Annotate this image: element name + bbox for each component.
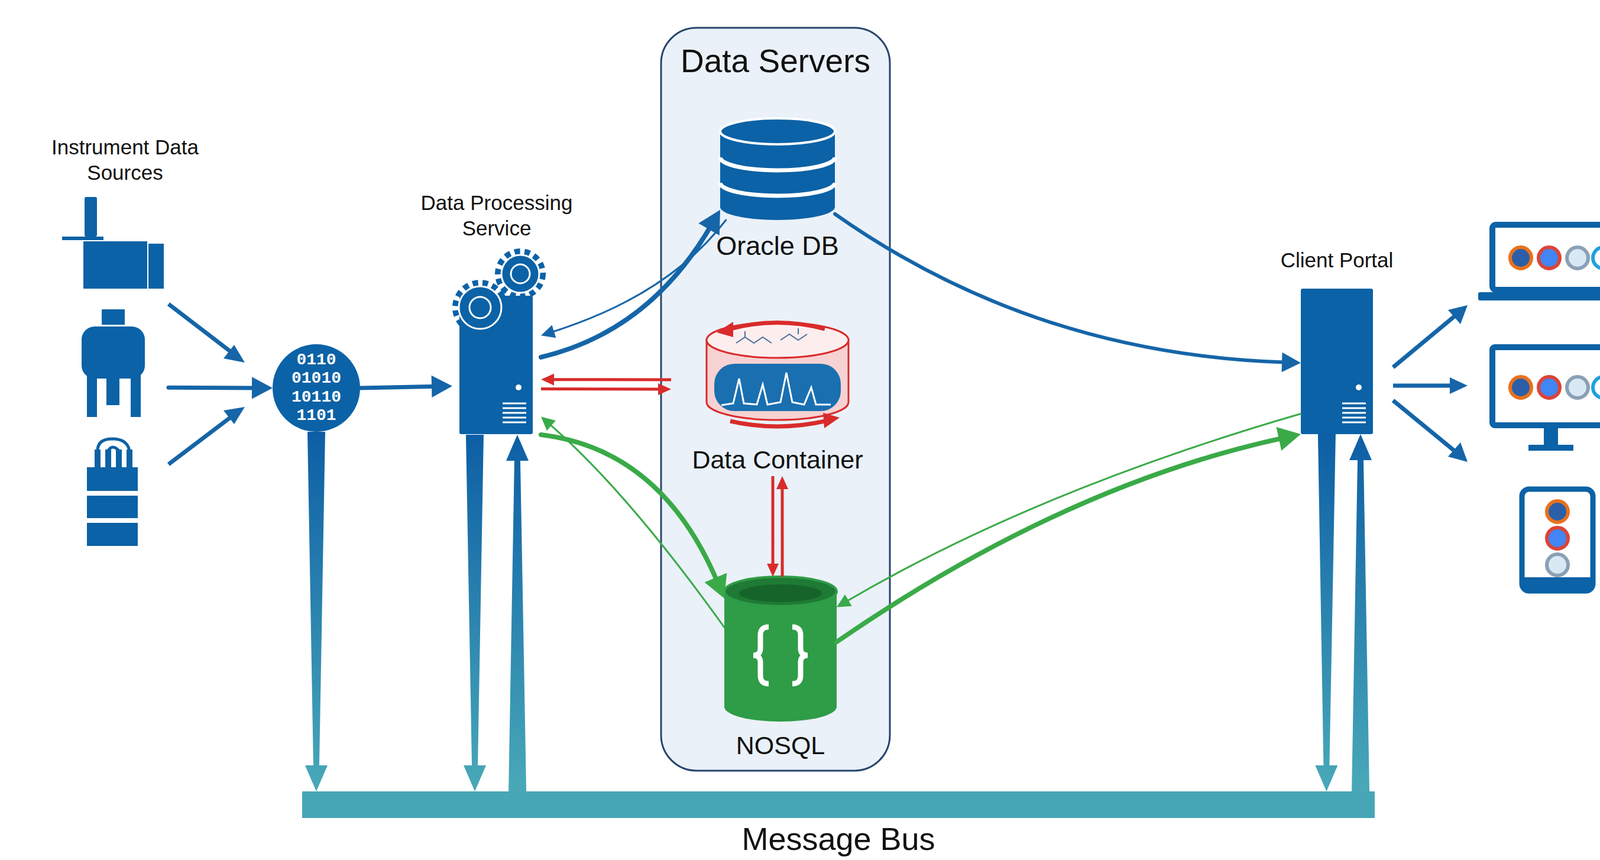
node-label: Client Portal [1254,247,1420,274]
arrow-head [766,563,779,577]
connector-line [836,437,1286,643]
arrow-head [541,325,556,339]
bus-arrow [1349,433,1372,792]
arrow-head [431,375,453,398]
device-arrows [1393,305,1468,462]
connector [1315,433,1338,792]
process-server: Data Processing Service [452,254,542,435]
portal-server [1300,288,1373,434]
connector-line [834,214,1288,363]
arrow-head [541,373,555,386]
input-arrows [168,303,245,465]
connector-line [541,387,663,391]
tube-bundle [97,438,130,451]
database: Oracle DB [720,118,835,220]
connector [766,475,789,577]
bus-arrow [1315,433,1338,792]
arrow-head [1276,426,1301,451]
node-label: 0110 01010 10110 1101 [283,350,350,425]
server-group: Data ServersOracle DB Data ContainerNOSQL [661,27,890,771]
processing-server [456,252,542,434]
connector [506,434,529,792]
connector [1349,433,1372,792]
connector [463,434,487,792]
arrow-head [1281,352,1301,373]
nosql-store: NOSQL [724,576,837,722]
message-bus: Message Bus [302,791,1375,818]
connector [541,209,721,358]
node-label: Oracle DB [688,229,867,263]
node-label: NOSQL [703,729,858,762]
connector [834,214,1301,373]
source-group: Instrument Data Sources [81,193,169,546]
instrument-icons [62,196,164,546]
arrow-head [836,594,853,607]
node-label: Data Servers [666,40,886,82]
devices [1478,224,1600,591]
connector [836,426,1301,642]
bus-arrow [506,434,529,792]
arrow-head [704,572,728,599]
portal-server: Client Portal [1300,288,1373,434]
connector-line [168,385,259,391]
node-label: Data Processing Service [396,189,598,242]
data-container: Data Container [671,319,884,476]
binary-stream: 0110 01010 10110 1101 [272,344,361,432]
server-panel [661,27,890,771]
arrow-head [541,416,556,432]
connector-line [549,377,672,381]
connector [360,375,453,398]
connector-line [771,475,775,568]
connector-line [541,434,719,584]
connector-line [549,219,726,333]
connector [168,376,273,399]
nosql-cylinder [724,576,837,722]
node-label: Data Container [671,444,884,476]
connector-line [781,484,785,577]
node-label: Message Bus [661,818,1016,860]
circle-fill [272,344,361,432]
connector-line [360,386,439,388]
connector [541,219,727,338]
bus-arrow [463,434,487,792]
arrow-head [658,383,672,395]
connector-line [541,223,713,358]
arrow-head [776,475,789,489]
node-label: Instrument Data Sources [30,134,220,187]
bus-bar [302,791,1375,818]
bus-arrow [305,431,328,792]
arrow-head [251,376,273,399]
connector [541,373,672,395]
database-cylinder [720,118,835,220]
connector [305,431,328,792]
data-container-icon [706,321,849,429]
